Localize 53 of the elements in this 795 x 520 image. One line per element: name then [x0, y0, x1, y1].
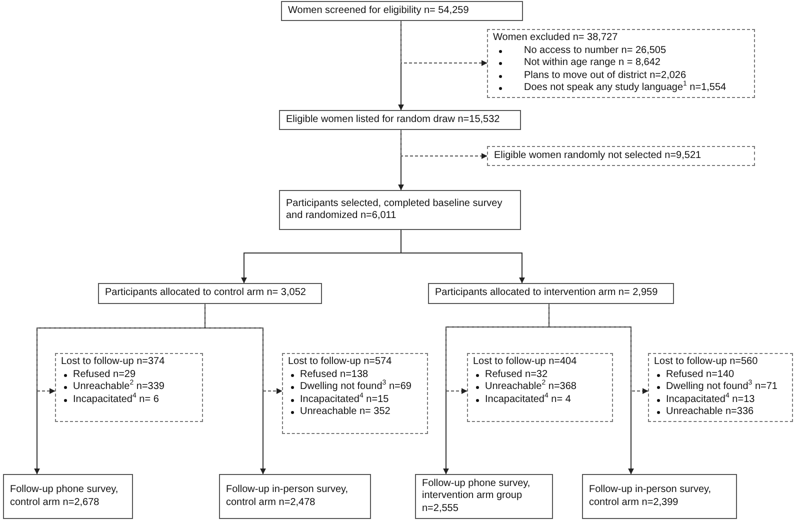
bullet-item: Unreachable$^{2}$ n=368 — [485, 381, 576, 392]
process-box — [281, 1, 523, 21]
bullet-item: Does not speak any study language$^{1}$ n=1,554 — [524, 82, 726, 94]
box-text: Eligible women listed for random draw n=15,532 — [286, 114, 501, 126]
bullet-item: Incapacitated$^{4}$ n= 6 — [73, 394, 159, 406]
process-box — [415, 474, 553, 519]
bullet-item: Incapacitated$^{4}$ n=13 — [666, 394, 755, 406]
bullet-item: No access to number n= 26,505 — [524, 44, 666, 57]
arrow — [400, 230, 525, 284]
box-text: Participants allocated to control arm n= 3,052 — [105, 287, 307, 300]
bullet-item: Incapacitated$^{4}$ n=15 — [300, 394, 389, 406]
process-box — [582, 474, 737, 519]
process-box — [279, 110, 521, 130]
bullet-item: Not within age range n = 8,642 — [524, 57, 660, 70]
exclusion-box — [487, 29, 755, 98]
process-box — [428, 283, 674, 304]
box-text: Participants allocated to intervention arm n= 2,959 — [435, 287, 659, 300]
bullet-item: Refused n=29 — [73, 368, 136, 380]
box-text: Follow-up in-person survey, control arm n=2,478 — [226, 484, 350, 509]
bullet-item: Dwelling not found$^{3}$ n=69 — [300, 381, 412, 392]
exclusion-box — [282, 353, 428, 434]
process-box — [98, 283, 322, 304]
bullet-item: Plans to move out of district n=2,026 — [524, 70, 686, 80]
dashed-arrow — [548, 304, 648, 394]
box-text: Follow-up phone survey, control arm n=2,678 — [10, 484, 120, 509]
box-text: Women screened for eligibility n= 54,259 — [288, 4, 470, 18]
dashed-arrow — [204, 304, 282, 394]
box-heading: Lost to follow-up n=374 — [61, 356, 166, 368]
exclusion-box — [467, 353, 613, 422]
box-heading: Women excluded n= 38,727 — [493, 32, 619, 44]
bullet-item: Incapacitated$^{4}$ n= 4 — [485, 394, 571, 406]
process-box — [219, 474, 371, 519]
box-text: Follow-up phone survey, intervention arm group n=2,555 — [422, 478, 532, 516]
bullet-item: Unreachable$^{2}$ n=339 — [73, 381, 164, 392]
bullet-item: Refused n=32 — [485, 368, 548, 380]
exclusion-box — [648, 353, 793, 422]
bullet-item: Dwelling not found$^{3}$ n=71 — [666, 381, 778, 392]
box-text: Eligible women randomly not selected n=9,521 — [494, 150, 702, 162]
box-heading: Lost to follow-up n=574 — [288, 356, 393, 368]
dashed-arrow — [400, 20, 488, 66]
bullet-item: Unreachable n=336 — [666, 406, 754, 418]
process-box — [3, 474, 133, 519]
bullet-item: Unreachable n= 352 — [300, 406, 390, 418]
box-heading: Lost to follow-up n=560 — [654, 356, 759, 368]
exclusion-box — [487, 146, 755, 166]
box-text: Participants selected, completed baseline survey and randomized n=6,011 — [286, 198, 504, 222]
bullet-item: Refused n=140 — [666, 368, 734, 381]
exclusion-box — [55, 353, 203, 422]
bullet-item: Refused n=138 — [300, 368, 368, 381]
box-heading: Lost to follow-up n=404 — [473, 356, 578, 368]
box-text: Follow-up in-person survey, control arm n=2,399 — [589, 484, 712, 509]
dashed-arrow — [400, 130, 488, 159]
process-box — [279, 190, 521, 230]
